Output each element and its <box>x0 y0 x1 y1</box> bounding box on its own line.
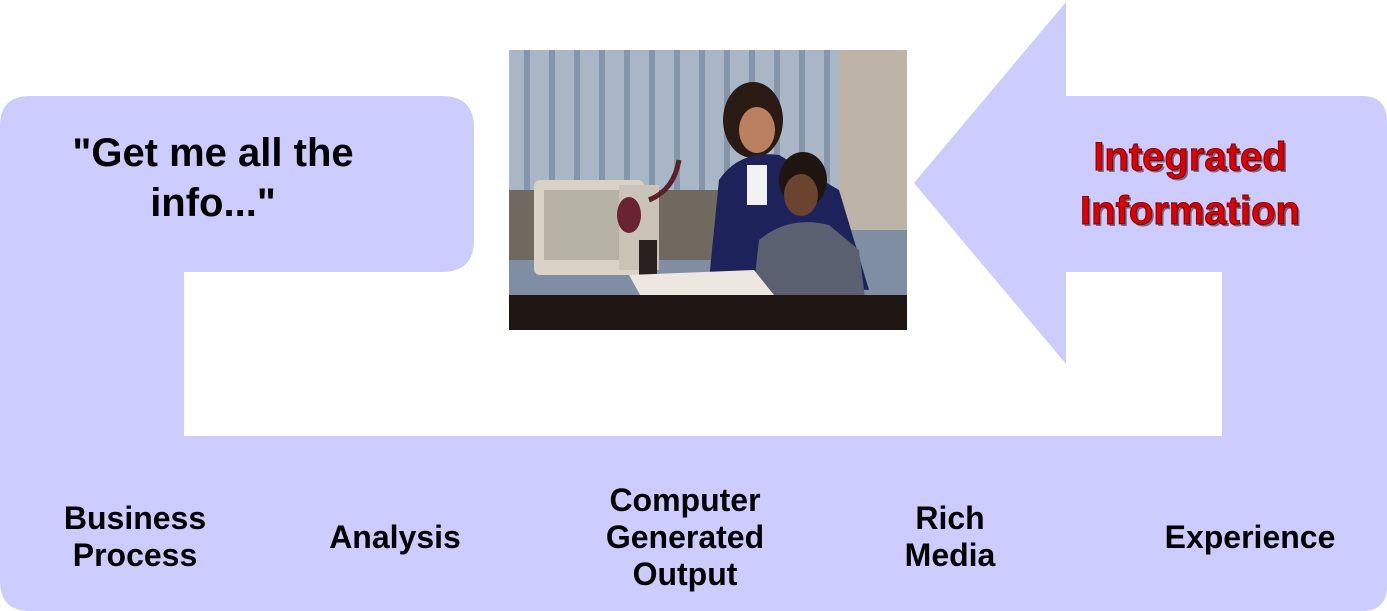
stage-label: Rich Media <box>904 500 996 573</box>
office-photo <box>509 50 907 330</box>
stage-label: Computer Generated Output <box>605 481 765 592</box>
stage-label: Experience <box>1164 518 1336 555</box>
arrow-label: Integrated Information <box>1080 135 1301 234</box>
office-photo-illustration <box>509 50 907 330</box>
keyboard <box>629 270 774 302</box>
stage-rich-media: Rich Media <box>880 472 1020 602</box>
stage-label: Analysis <box>329 518 461 555</box>
stage-business-process: Business Process <box>30 472 240 602</box>
speech-bubble-text: "Get me all the info..." <box>72 131 354 225</box>
stage-experience: Experience <box>1115 472 1385 602</box>
stage-computer-generated-output: Computer Generated Output <box>545 472 825 602</box>
stage-analysis: Analysis <box>285 472 505 602</box>
stage-label: Business Process <box>63 500 207 573</box>
desk-lamp <box>617 159 682 285</box>
